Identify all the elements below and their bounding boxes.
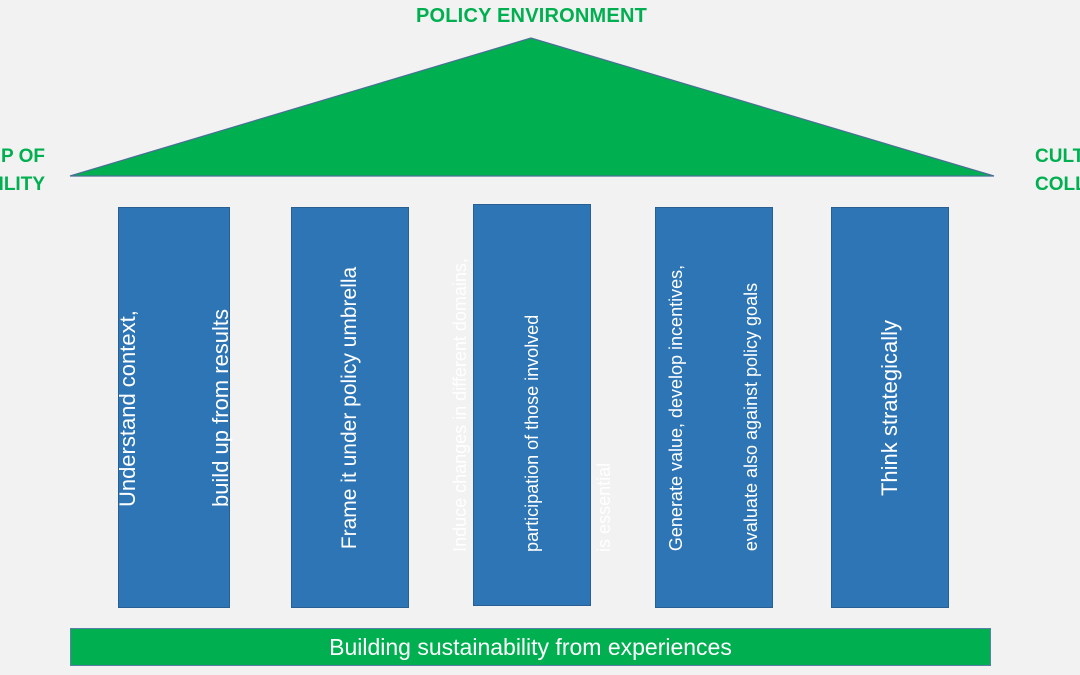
pillar-3-line-2: participation of those involved xyxy=(522,314,542,552)
pillar-1-line-2: build up from results xyxy=(208,308,233,507)
roof-shape xyxy=(69,37,995,177)
pillar-2: Frame it under policy umbrella xyxy=(291,207,409,608)
pillar-4-line-2: evaluate also against policy goals xyxy=(741,282,761,551)
right-side-label: CULT COLL xyxy=(1035,143,1080,199)
pillar-3-line-1: Induce changes in different domains, xyxy=(450,258,470,552)
pillar-4-label: Generate value, develop incentives, eval… xyxy=(614,264,814,550)
right-side-label-line-1: CULT xyxy=(1035,146,1080,167)
left-side-label: P OF ILITY xyxy=(0,143,45,199)
pillar-5-label: Think strategically xyxy=(815,319,965,495)
pillar-2-line-1: Frame it under policy umbrella xyxy=(338,266,361,549)
pillar-3-line-3: is essential xyxy=(594,462,614,552)
right-side-label-line-2: COLL xyxy=(1035,174,1080,195)
left-side-label-line-2: ILITY xyxy=(0,174,45,195)
pillar-4: Generate value, develop incentives, eval… xyxy=(655,207,773,608)
pillar-1-label: Understand context, build up from result… xyxy=(50,308,298,506)
foundation-bar: Building sustainability from experiences xyxy=(70,628,991,666)
roof-title: POLICY ENVIRONMENT xyxy=(415,5,648,27)
pillar-5: Think strategically xyxy=(831,207,949,608)
pillar-4-line-1: Generate value, develop incentives, xyxy=(666,264,686,551)
pillar-5-line-1: Think strategically xyxy=(877,319,902,496)
pillar-1: Understand context, build up from result… xyxy=(115,207,233,608)
roof-triangle xyxy=(69,37,995,177)
left-side-label-line-1: P OF xyxy=(1,146,45,167)
pillar-3: Induce changes in different domains, par… xyxy=(450,204,614,606)
pillar-1-line-1: Understand context, xyxy=(115,309,140,507)
